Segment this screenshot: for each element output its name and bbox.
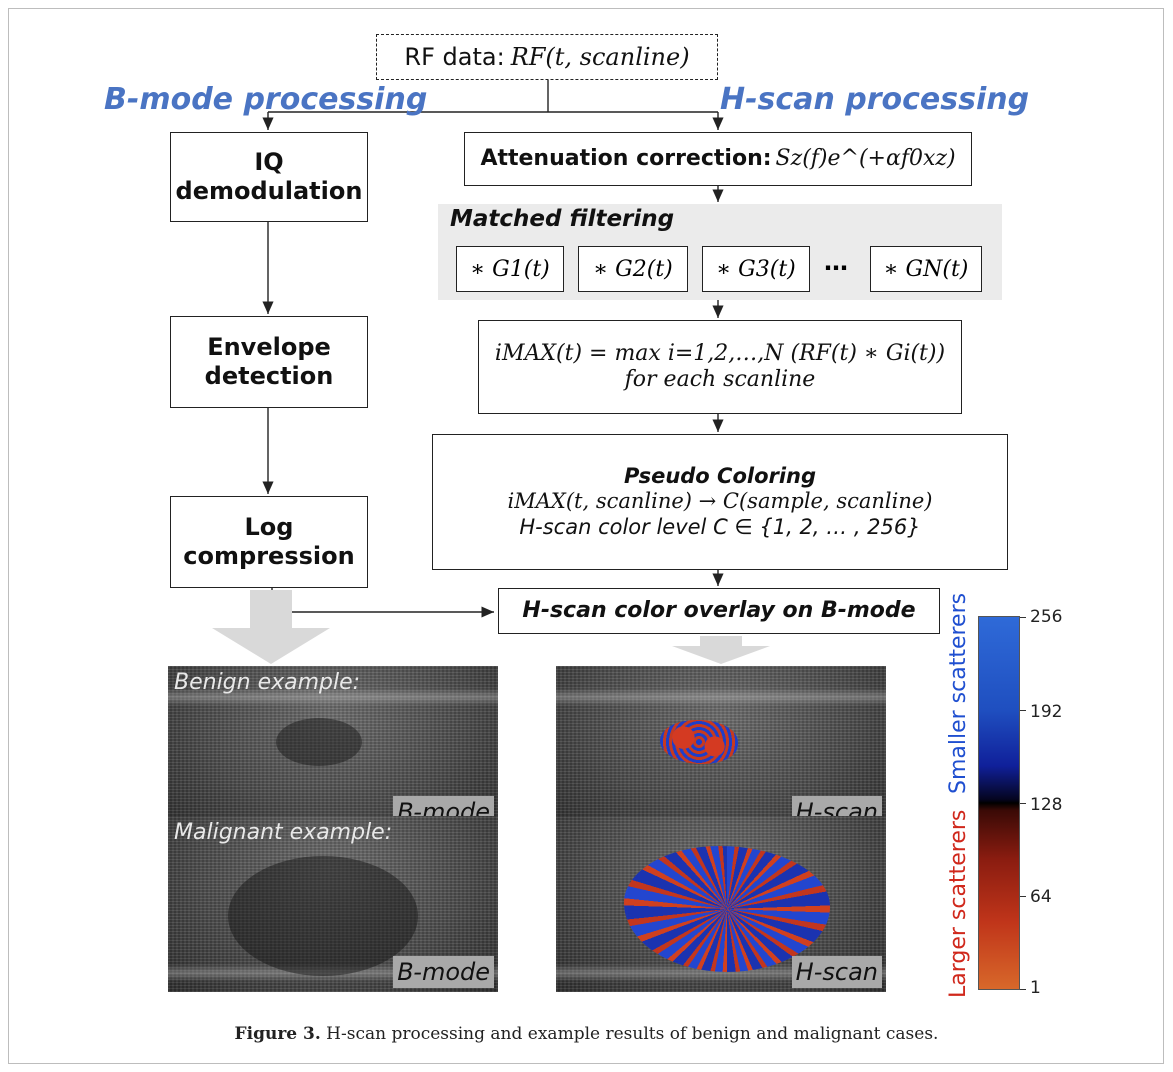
overlay-box: H-scan color overlay on B-mode [498, 588, 940, 634]
matched-filtering-title: Matched filtering [450, 206, 675, 232]
arrow-log-overlay [271, 588, 494, 618]
log-compression-box: Log compression [170, 496, 368, 588]
colorbar-label-128: 128 [1030, 795, 1063, 815]
iq-demodulation-box: IQ demodulation [170, 132, 368, 222]
hscan-processing-title: H-scan processing [720, 82, 1030, 117]
filter-g2: ∗ G2(t) [578, 246, 688, 292]
colorbar-label-64: 64 [1030, 887, 1052, 907]
bmode-tag-malignant: B-mode [393, 956, 494, 988]
colorbar-tick-192 [1020, 710, 1026, 711]
pseudo-title: Pseudo Coloring [623, 464, 817, 489]
colorbar-label-256: 256 [1030, 607, 1063, 627]
rf-data-label: RF data: [404, 42, 505, 71]
iq-line1: IQ [254, 148, 284, 177]
colorbar-label-192: 192 [1030, 702, 1063, 722]
hscan-colorbar [978, 616, 1020, 990]
benign-hscan-image: H-scan [556, 666, 886, 832]
attenuation-math: Sz(f)e^(+αf0xz) [775, 145, 956, 171]
pseudo-mapping: iMAX(t, scanline) → C(sample, scanline) [507, 489, 933, 514]
filter-gn: ∗ GN(t) [870, 246, 982, 292]
colorbar-tick-128 [1020, 803, 1026, 804]
figure-frame [8, 8, 1164, 1064]
malignant-example-label: Malignant example: [174, 820, 393, 845]
arrow-input-split [268, 80, 718, 113]
filter-g1: ∗ G1(t) [456, 246, 564, 292]
iq-line2: demodulation [175, 177, 363, 205]
caption-text: H-scan processing and example results of… [320, 1024, 939, 1044]
hscan-tag-malignant: H-scan [791, 956, 882, 988]
pseudo-levels: H-scan color level C ∈ {1, 2, … , 256} [519, 514, 921, 539]
colorbar-tick-1 [1020, 989, 1026, 990]
overlay-label: H-scan color overlay on B-mode [522, 597, 916, 623]
figure-caption: Figure 3. H-scan processing and example … [0, 1024, 1173, 1044]
smaller-scatterers-label: Smaller scatterers [946, 592, 971, 794]
attenuation-box: Attenuation correction: Sz(f)e^(+αf0xz) [464, 132, 972, 186]
bmode-processing-title: B-mode processing [104, 82, 428, 117]
benign-bmode-image: Benign example: B-mode [168, 666, 498, 832]
imax-box: iMAX(t) = max i=1,2,…,N (RF(t) ∗ Gi(t)) … [478, 320, 962, 414]
envelope-detection-box: Envelope detection [170, 316, 368, 408]
envelope-line2: detection [204, 362, 334, 390]
attenuation-label: Attenuation correction: [480, 145, 772, 171]
log-line2: compression [183, 542, 355, 570]
benign-example-label: Benign example: [174, 670, 361, 695]
filter-ellipsis: ⋯ [824, 254, 848, 282]
colorbar-tick-256 [1020, 617, 1026, 618]
colorbar-tick-64 [1020, 896, 1026, 897]
larger-scatterers-label: Larger scatterers [946, 809, 971, 998]
log-line1: Log [244, 513, 294, 542]
big-arrow-bmode [212, 590, 330, 664]
rf-data-box: RF data: RF(t, scanline) [376, 34, 718, 80]
imax-scanline: for each scanline [624, 367, 816, 392]
filter-g3: ∗ G3(t) [702, 246, 810, 292]
rf-data-math: RF(t, scanline) [510, 42, 690, 71]
malignant-bmode-image: Malignant example: B-mode [168, 816, 498, 992]
imax-equation: iMAX(t) = max i=1,2,…,N (RF(t) ∗ Gi(t)) [494, 340, 946, 366]
pseudo-coloring-box: Pseudo Coloring iMAX(t, scanline) → C(sa… [432, 434, 1008, 570]
caption-label: Figure 3. [234, 1024, 321, 1044]
envelope-line1: Envelope [207, 333, 331, 362]
colorbar-label-1: 1 [1030, 978, 1041, 998]
malignant-hscan-image: H-scan [556, 816, 886, 992]
big-arrow-hscan [672, 636, 770, 664]
